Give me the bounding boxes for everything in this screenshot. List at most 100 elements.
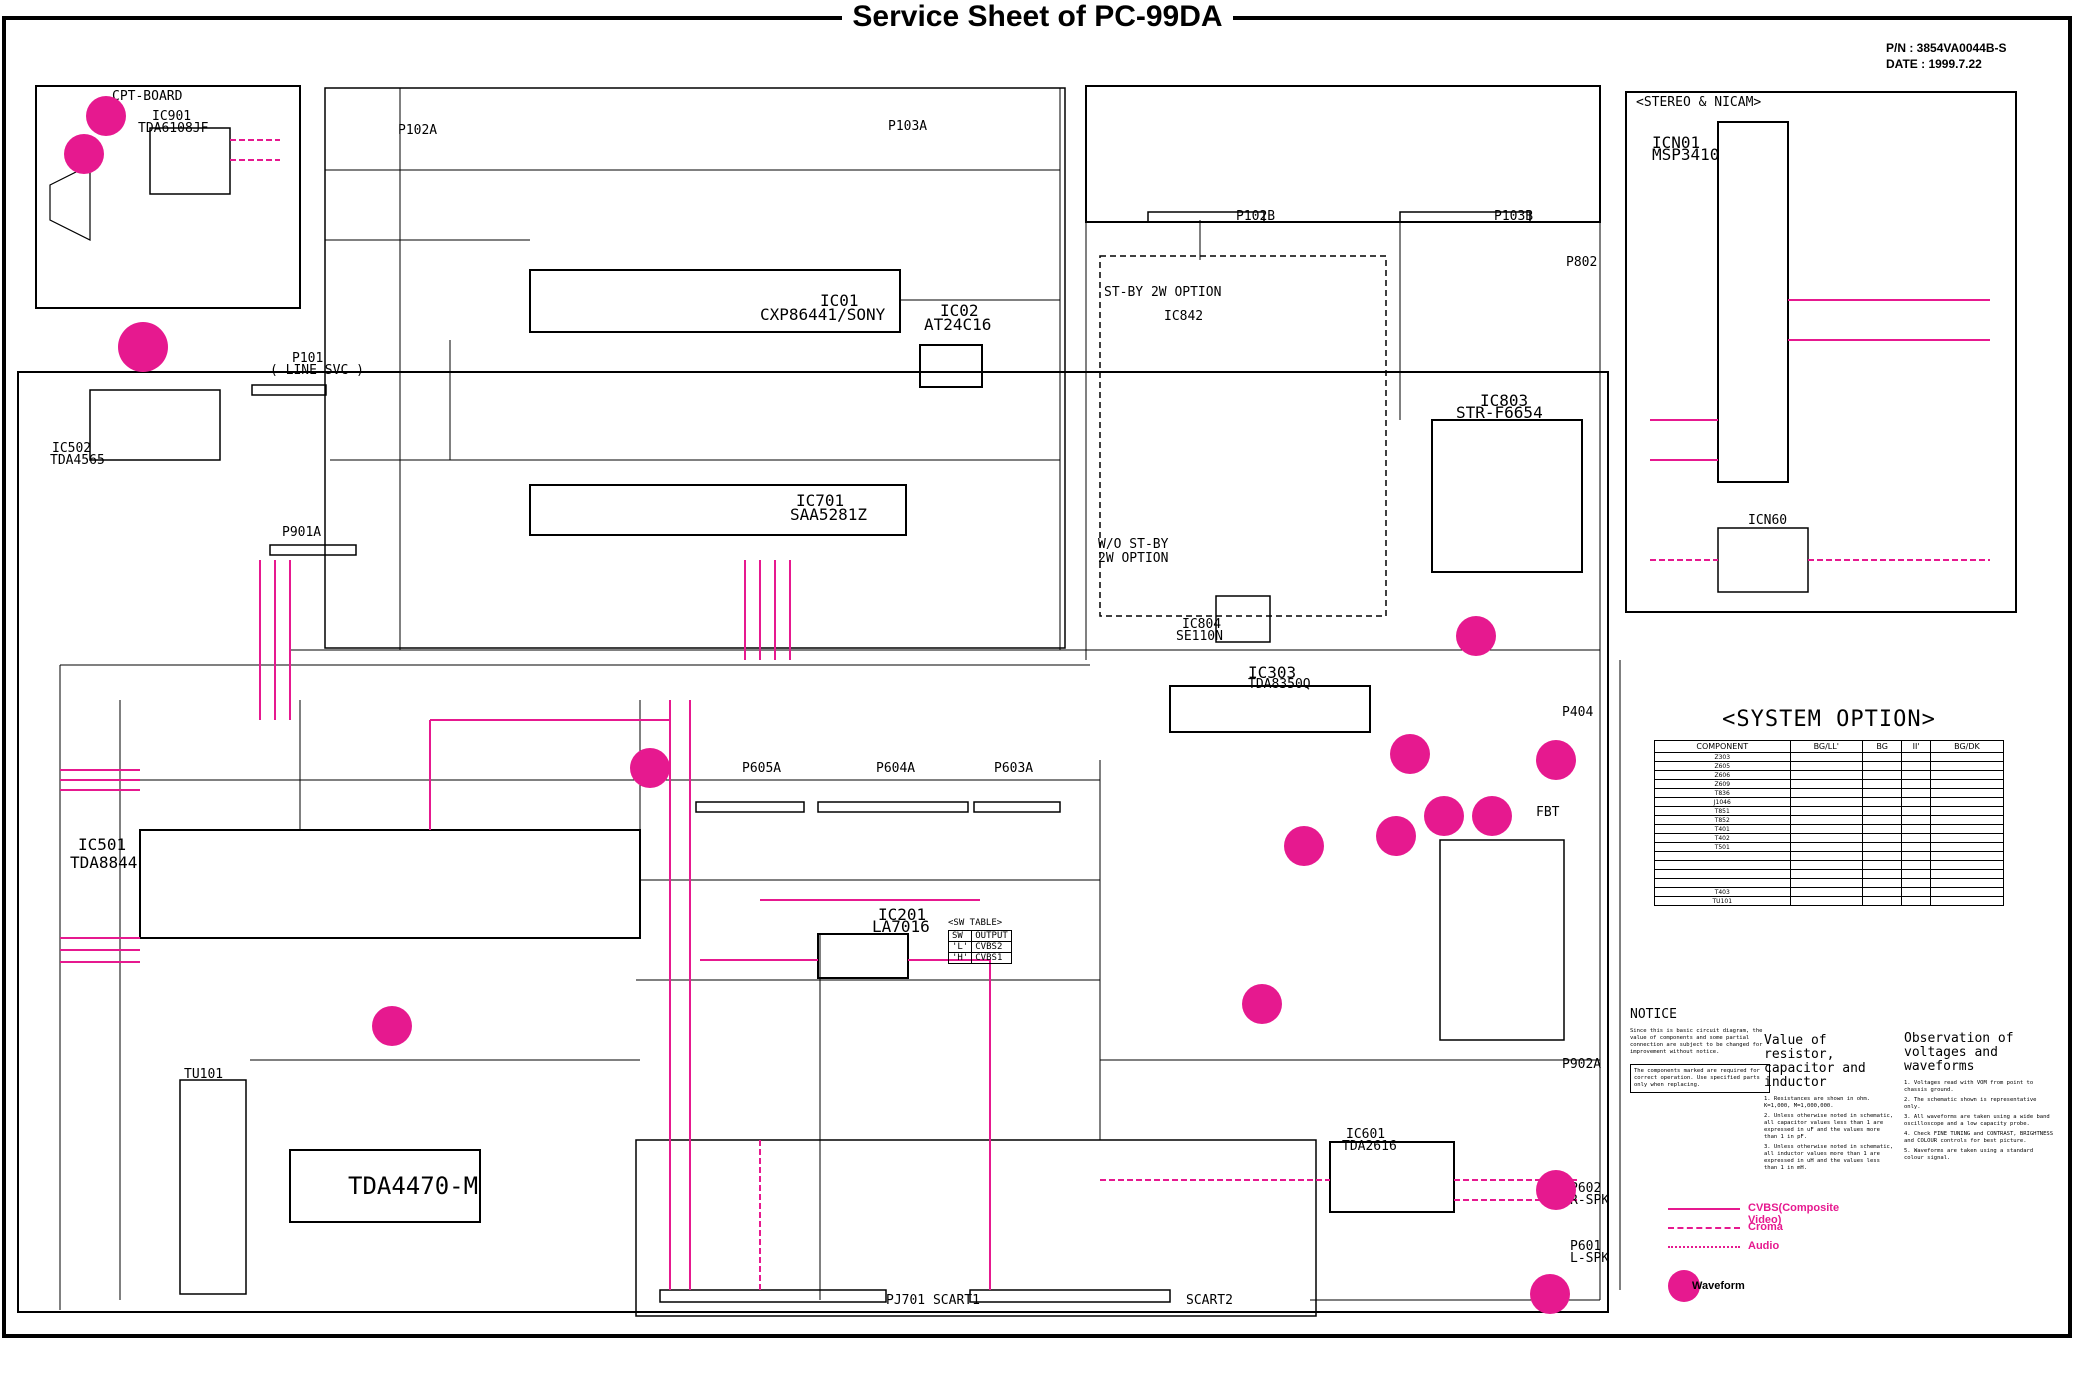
label-cpt-board: CPT-BOARD [112,89,183,104]
label-p901a: P901A [282,525,322,540]
system-option-cell [1789,887,1863,897]
system-option-row: Z609 [1654,779,2005,789]
label-ic303: IC303 [1248,663,1297,682]
waveform-marker-icon [1530,1274,1570,1314]
waveform-marker-icon [1390,734,1430,774]
system-option-cell: Z605 [1654,761,1791,771]
system-option-cell: T852 [1654,815,1791,825]
label-l-spk: L-SPK [1570,1251,1610,1266]
waveform-marker-icon [86,96,126,136]
system-option-cell [1654,869,1791,879]
resistor-note-title: Value of resistor, capacitor and inducto… [1764,1033,1866,1090]
label-ic01-part: CXP86441/SONY [760,305,886,324]
system-option-cell [1861,887,1903,897]
scart2-strip [969,1289,1171,1303]
label-p103b: P103B [1494,209,1534,224]
system-option-cell [1929,842,2005,852]
notice-panel: NOTICE Since this is basic circuit diagr… [1630,1008,1770,1096]
system-option-cell [1654,860,1791,870]
label-wo-stby: W/O ST-BY [1098,537,1169,552]
system-option-cell [1929,797,2005,807]
waveform-marker-icon [1536,1170,1576,1210]
scart1-strip [659,1289,887,1303]
scart-section [635,1139,1317,1317]
label-ic842: IC842 [1164,309,1204,324]
waveform-marker-icon [1424,796,1464,836]
system-option-cell: T401 [1654,824,1791,834]
label-p603a: P603A [994,761,1034,776]
label-ic804-part: SE110N [1176,629,1223,644]
waveform-key-label: Waveform [1692,1280,1745,1292]
system-option-cell [1861,842,1903,852]
sw-table-title: <SW TABLE> [948,918,1003,928]
label-p604a: P604A [876,761,916,776]
ic901-chip [149,127,231,195]
system-option-cell [1789,788,1863,798]
legend-audio-line [1668,1246,1740,1248]
resistor-note-item: 3. Unless otherwise noted in schematic, … [1764,1144,1894,1171]
system-option-cell [1789,770,1863,780]
resistor-note-item: 1. Resistances are shown in ohm. K=1,000… [1764,1096,1870,1109]
label-scart2: SCART2 [1186,1293,1233,1308]
ic501-chip [139,829,641,939]
waveform-marker-icon [1472,796,1512,836]
system-option-row: J1046 [1654,797,2005,807]
system-option-cell [1789,806,1863,816]
waveform-marker-icon [630,748,670,788]
micom-section [324,87,1066,649]
system-option-cell: T403 [1654,887,1791,897]
label-ic502-part: TDA4565 [50,453,105,468]
label-ic02: IC02 [940,301,979,320]
label-p601: P601 [1570,1239,1602,1254]
system-option-cell [1861,788,1903,798]
system-option-cell [1901,788,1931,798]
system-option-cell [1789,779,1863,789]
sw-table-header-0: SW [947,930,973,942]
waveform-marker-icon [64,134,104,174]
system-option-cell [1929,851,2005,861]
title-text: Service Sheet of PC-99DA [842,0,1233,33]
system-option-cell [1901,851,1931,861]
system-option-cell [1929,779,2005,789]
sw-table-cell: 'H' [947,952,973,964]
label-stby-option: ST-BY 2W OPTION [1104,285,1222,300]
system-option-cell [1929,860,2005,870]
observation-note-item: 4. Check FINE TUNING and CONTRAST, BRIGH… [1904,1131,2054,1144]
ic201-chip [817,933,909,979]
icn01-chip [1717,121,1789,483]
label-p605a: P605A [742,761,782,776]
system-option-cell: T402 [1654,833,1791,843]
system-option-cell [1861,797,1903,807]
ic01-chip [529,269,901,333]
observation-note-item: 1. Voltages read with VOM from point to … [1904,1080,2034,1093]
system-option-cell [1929,833,2005,843]
legend-audio-label: Audio [1748,1240,1780,1252]
system-option-cell [1929,887,2005,897]
p103b-strip [1399,211,1531,223]
tda4470-chip [289,1149,481,1223]
crt-neck [49,164,91,241]
label-ic901-part: TDA6108JF [138,121,209,136]
system-option-cell [1861,779,1903,789]
observation-note-title: Observation of voltages and waveforms [1904,1031,2014,1074]
system-option-cell [1929,815,2005,825]
label-p101: P101 [292,351,324,366]
system-option-cell [1789,842,1863,852]
sw-table-cell: CVBS2 [971,941,1012,953]
stby-option-dashed [1099,255,1387,617]
ic601-chip [1329,1141,1455,1213]
label-ic901: IC901 [152,109,192,124]
signal-paths [60,139,1990,1290]
system-option-cell [1901,815,1931,825]
sw-table-header-1: OUTPUT [971,930,1012,942]
system-option-header: BG/DK [1929,740,2005,753]
label-ic201: IC201 [878,905,927,924]
notice-title: NOTICE [1630,1007,1677,1022]
label-wo-stby-2w: 2W OPTION [1098,551,1169,566]
system-option-cell [1929,878,2005,888]
system-option-cell [1861,878,1903,888]
system-option-header: BG [1861,740,1903,753]
